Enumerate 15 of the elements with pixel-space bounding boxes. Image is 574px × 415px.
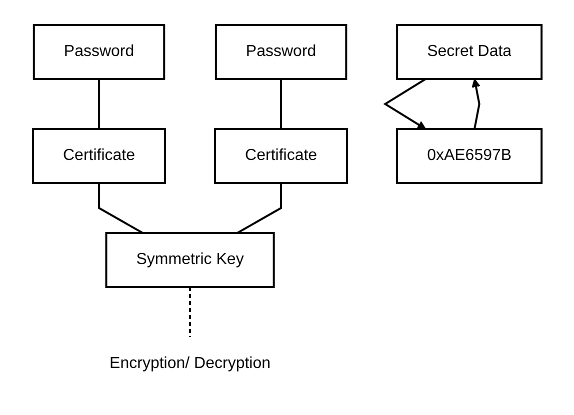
node-box: Password xyxy=(214,24,347,80)
arrow xyxy=(471,78,480,129)
connector xyxy=(280,78,282,128)
arrow xyxy=(382,78,426,129)
node-box: Certificate xyxy=(214,128,348,184)
node-text: Encryption/ Decryption xyxy=(109,354,270,372)
node-box: Symmetric Key xyxy=(104,232,275,288)
node-box: Secret Data xyxy=(396,24,542,80)
node-box: 0xAE6597B xyxy=(396,128,542,184)
connector xyxy=(98,78,100,128)
node-box: Certificate xyxy=(32,128,166,184)
connector xyxy=(98,182,143,234)
connector xyxy=(188,286,191,336)
connector xyxy=(236,182,282,234)
node-box: Password xyxy=(32,24,165,80)
